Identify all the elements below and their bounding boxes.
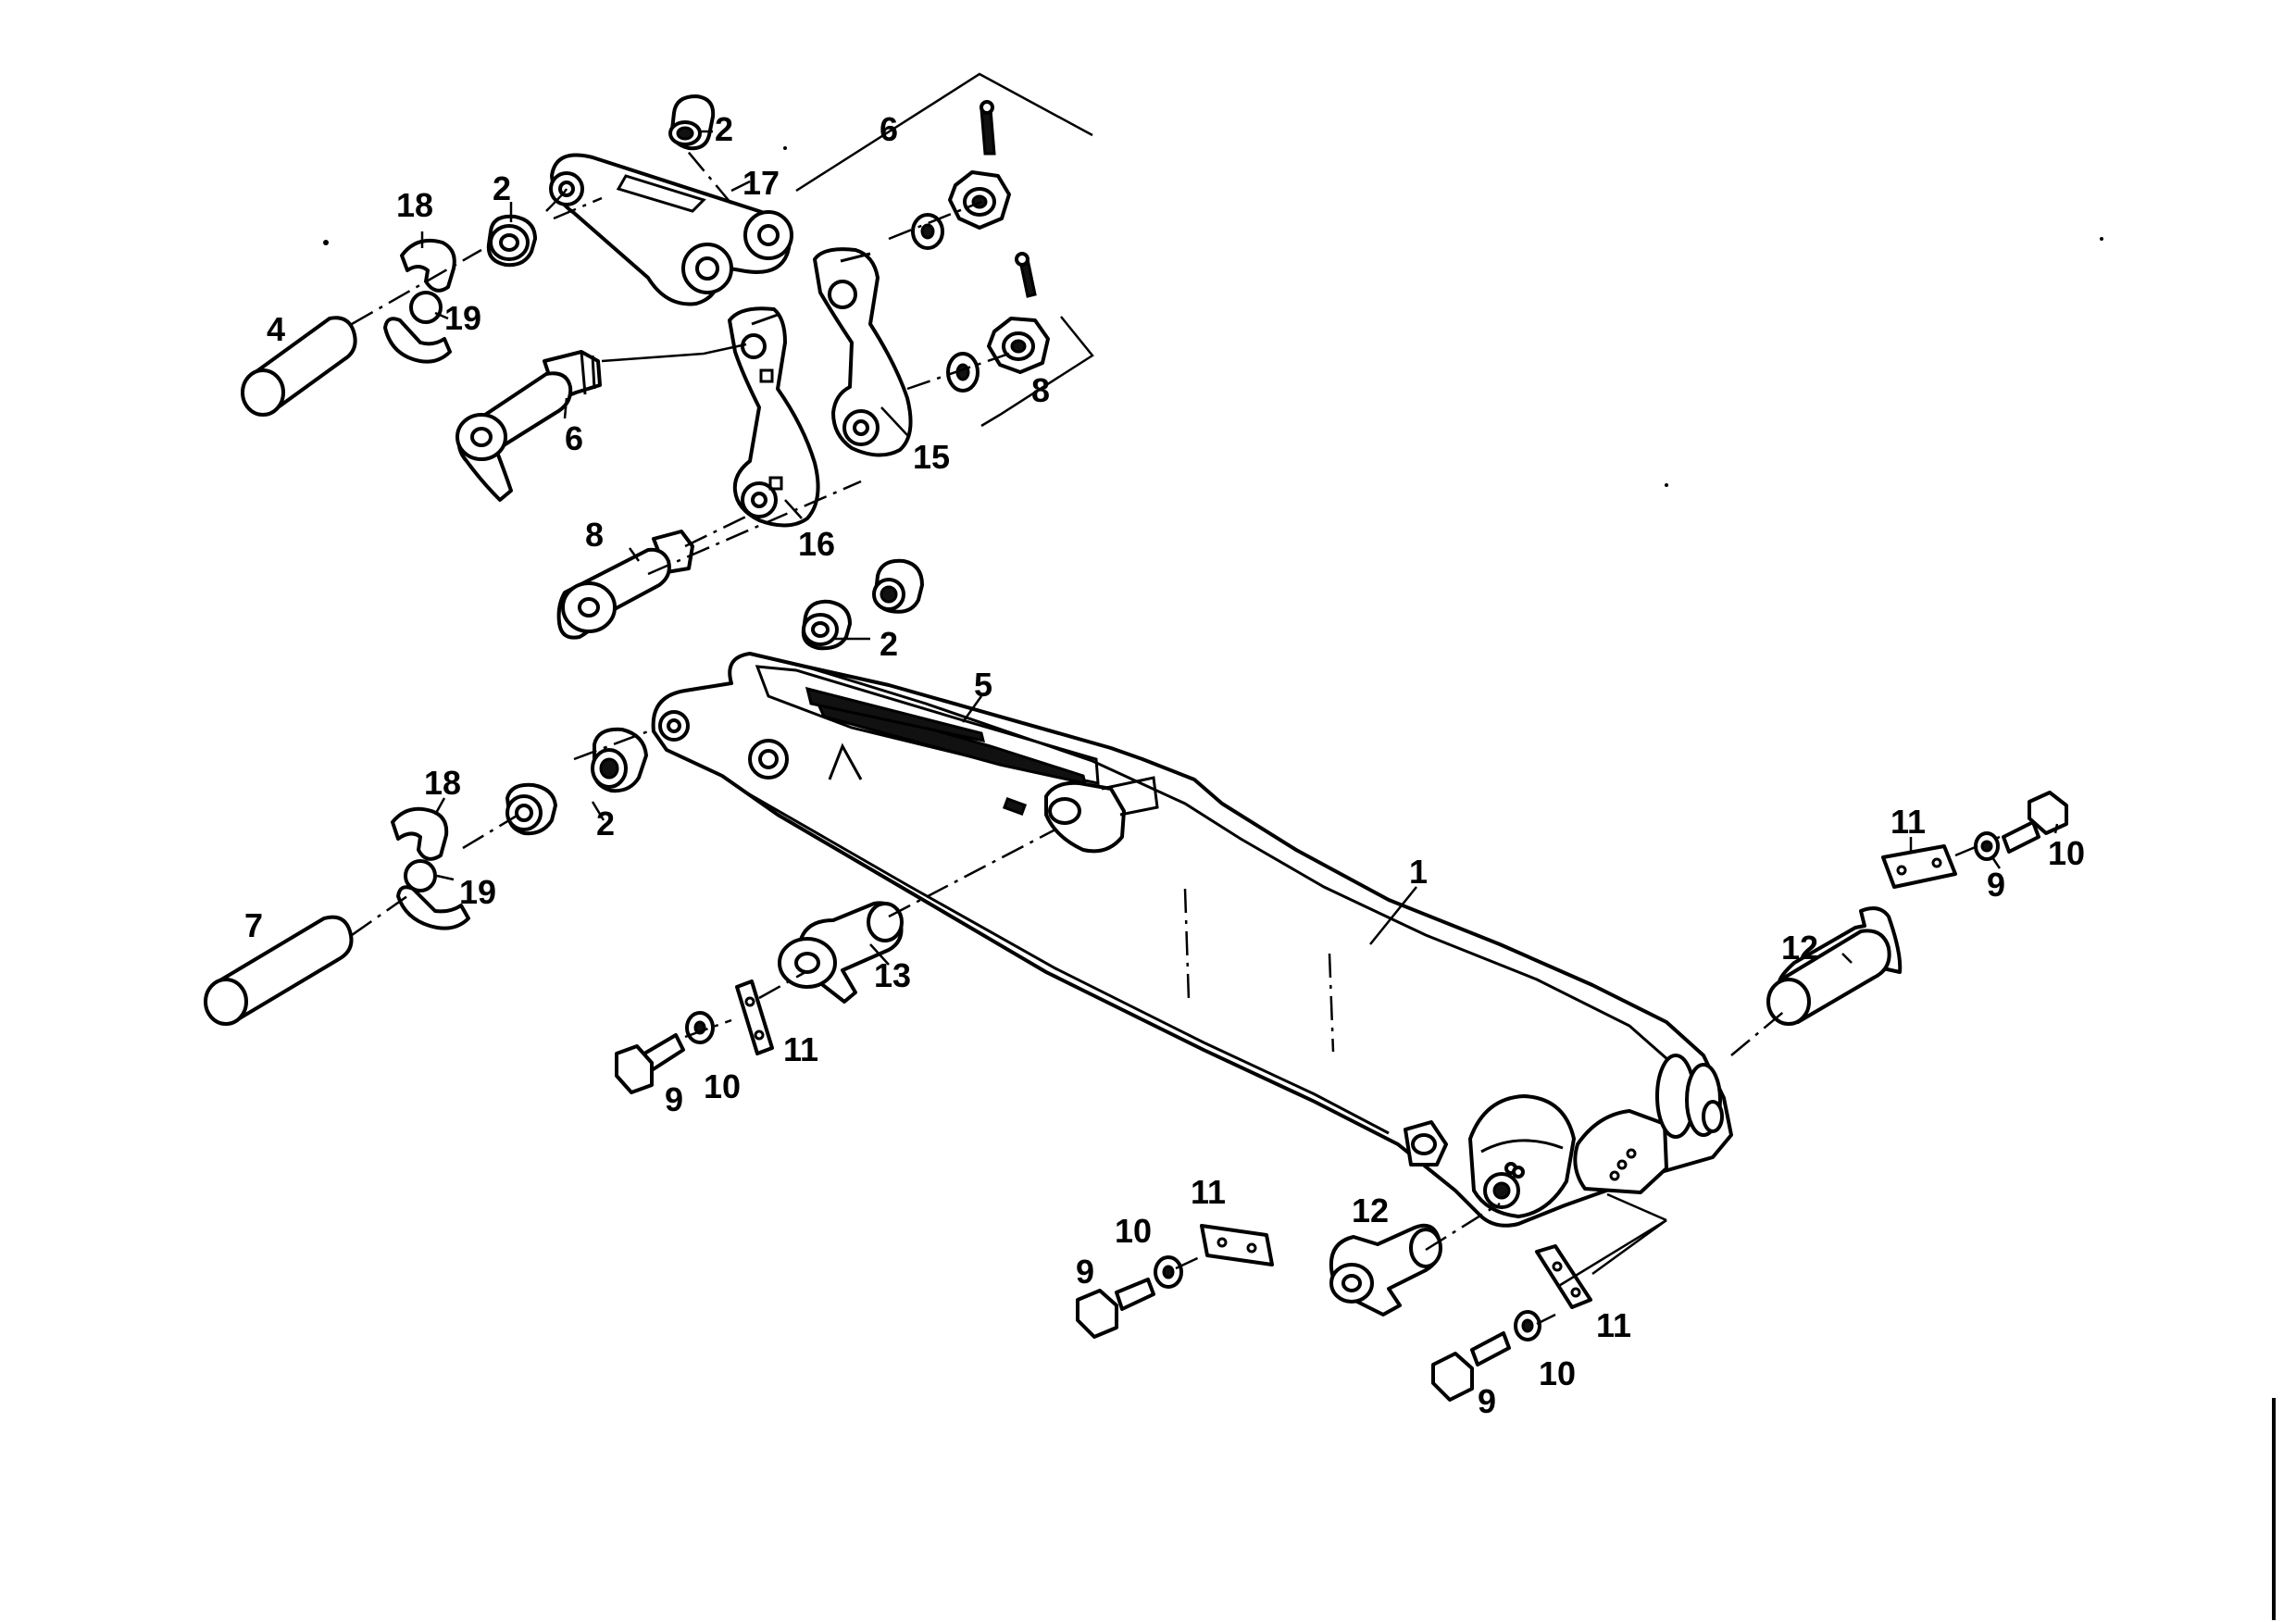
cotter-pin-mid	[1015, 252, 1037, 298]
callout-10: 10	[1539, 1354, 1576, 1392]
retainer-18-19-lower	[391, 806, 470, 930]
pin-6-lug	[455, 350, 602, 502]
castle-nut-mid	[987, 317, 1050, 374]
pin-4	[241, 316, 357, 417]
callout-10: 10	[1115, 1212, 1152, 1250]
callout-11: 11	[1596, 1306, 1631, 1344]
plate-11-left	[735, 979, 774, 1055]
main-boom-1	[651, 652, 1733, 1228]
callout-7: 7	[244, 906, 263, 944]
pin-7	[204, 915, 354, 1026]
callout-12: 12	[1352, 1192, 1389, 1229]
callout-18: 18	[396, 186, 433, 224]
bushing-2-lower-right	[591, 727, 648, 793]
callout-10: 10	[704, 1067, 741, 1105]
lever-16	[728, 306, 820, 528]
callout-2: 2	[493, 169, 511, 207]
callout-11: 11	[783, 1030, 818, 1068]
plate-11-upper-right	[1881, 844, 1957, 889]
callout-9: 9	[1478, 1382, 1496, 1420]
callout-6: 6	[565, 419, 583, 457]
retainer-18-19-upper	[383, 238, 456, 364]
callout-9: 9	[665, 1080, 683, 1118]
callout-6: 6	[880, 110, 898, 148]
lever-15	[813, 247, 913, 457]
cotter-pin-upper	[980, 100, 996, 156]
callout-2: 2	[596, 805, 615, 842]
callout-12: 12	[1781, 929, 1818, 967]
callout-2: 2	[715, 110, 733, 148]
castle-nut-upper	[948, 170, 1011, 230]
callout-18: 18	[424, 764, 461, 802]
washer-10-lower-centre	[1154, 1255, 1183, 1289]
callout-9: 9	[1987, 866, 2005, 904]
bushing-2-lower-left	[505, 782, 557, 836]
bushing-2-left-upper	[486, 214, 537, 268]
washer-10-upper-right	[1974, 831, 2000, 861]
callout-labels: 2 17 6 2 18 4 19 6 8 15 8 16 2 5 18 2 19…	[244, 110, 2085, 1420]
plate-11-lower-right	[1535, 1244, 1592, 1309]
pin-12-lower	[1329, 1223, 1442, 1316]
bolt-10-upper-right	[2002, 791, 2068, 854]
scan-marks	[323, 146, 2276, 1620]
bolt-9-lower-centre	[1076, 1278, 1155, 1339]
washer-10-left	[685, 1011, 715, 1044]
callout-17: 17	[742, 164, 780, 202]
callout-leaders	[420, 130, 2059, 966]
callout-16: 16	[798, 525, 835, 563]
bushings-2-middle	[801, 558, 924, 651]
callout-19: 19	[444, 299, 481, 337]
bushing-2-top	[668, 94, 716, 151]
bolt-9-lower-right	[1431, 1331, 1511, 1402]
callout-10: 10	[2048, 834, 2085, 872]
callout-4: 4	[267, 310, 285, 348]
pin-12-upper-right	[1766, 906, 1903, 1026]
callout-11: 11	[1890, 803, 1926, 841]
callout-9: 9	[1076, 1253, 1094, 1291]
callout-5: 5	[974, 666, 992, 704]
plate-11-lower-centre	[1200, 1224, 1274, 1266]
callout-19: 19	[459, 873, 496, 911]
callout-11: 11	[1191, 1173, 1226, 1211]
callout-1: 1	[1409, 853, 1428, 891]
callout-2: 2	[880, 625, 898, 663]
callout-15: 15	[913, 438, 950, 476]
callout-8: 8	[585, 516, 604, 554]
group-brackets	[545, 72, 1667, 1289]
callout-13: 13	[874, 956, 911, 994]
bolt-9-left	[615, 1033, 685, 1094]
washer-10-lower-right	[1514, 1310, 1541, 1341]
assembly-lines	[351, 147, 2001, 1326]
pin-8-lug	[556, 530, 694, 640]
callout-8: 8	[1031, 371, 1050, 409]
washer-upper	[911, 213, 944, 250]
